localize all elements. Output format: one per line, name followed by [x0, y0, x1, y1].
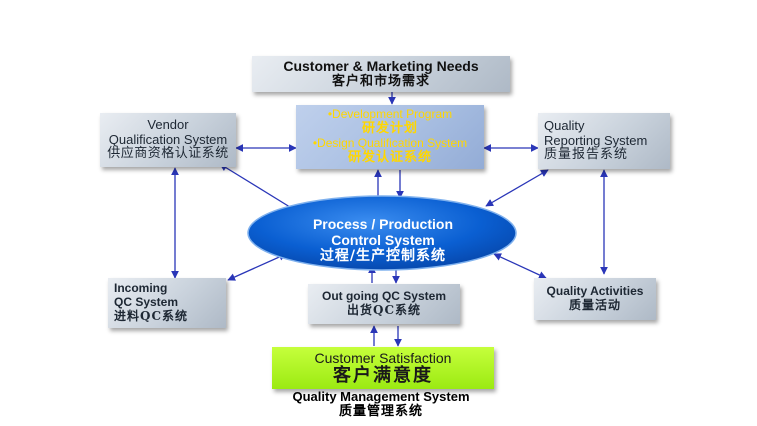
vendor-qualification-box: Vendor Qualification System 供应商资格认证系统	[100, 113, 236, 167]
diagram-caption: Quality Management System 质量管理系统	[270, 389, 492, 420]
customer-needs-en: Customer & Marketing Needs	[283, 58, 479, 75]
quality-reporting-en2: Reporting System	[544, 132, 648, 148]
caption-zh: 质量管理系统	[338, 403, 423, 419]
process-control-label: Process / Production Control System 过程/生…	[248, 202, 518, 278]
quality-activities-box: Quality Activities 质量活动	[534, 278, 656, 320]
satisfaction-zh: 客户满意度	[333, 364, 433, 386]
development-program-zh: 研发计划	[361, 121, 418, 137]
process-control-ellipse	[247, 195, 517, 271]
outgoing-zh: 出货QC系统	[346, 303, 421, 317]
development-program-box: •Development Program 研发计划 •Design Qualif…	[296, 105, 484, 169]
customer-marketing-needs-box: Customer & Marketing Needs 客户和市场需求	[252, 56, 510, 92]
process-control-en2: Control System	[331, 231, 435, 248]
quality-reporting-en1: Quality	[544, 117, 585, 133]
vendor-zh: 供应商资格认证系统	[107, 146, 229, 162]
quality-activities-en: Quality Activities	[546, 284, 644, 299]
incoming-qc-box: Incoming QC System 进料QC系统	[108, 278, 226, 328]
outgoing-en: Out going QC System	[321, 289, 446, 304]
arrow-reporting-ellipse	[485, 169, 549, 207]
outgoing-qc-box: Out going QC System 出货QC系统	[308, 284, 460, 324]
development-program-en: •Development Program	[327, 107, 453, 122]
vendor-en1: Vendor	[147, 116, 189, 132]
arrow-ellipse-activities	[493, 253, 547, 279]
quality-reporting-box: Quality Reporting System 质量报告系统	[538, 113, 670, 169]
arrow-incoming-ellipse	[227, 253, 287, 281]
incoming-en1: Incoming	[114, 281, 168, 296]
design-qualification-zh: 研发认证系统	[347, 149, 432, 165]
satisfaction-en: Customer Satisfaction	[314, 349, 452, 366]
design-qualification-en: •Design Qualification System	[312, 136, 468, 150]
caption-en: Quality Management System	[292, 389, 470, 404]
quality-activities-zh: 质量活动	[568, 298, 621, 312]
arrow-vendor-ellipse	[219, 163, 299, 213]
customer-needs-zh: 客户和市场需求	[331, 73, 430, 89]
process-control-en1: Process / Production	[312, 215, 454, 232]
incoming-zh: 进料QC系统	[114, 308, 189, 323]
vendor-en2: Qualification System	[108, 131, 228, 147]
customer-satisfaction-box: Customer Satisfaction 客户满意度	[272, 347, 494, 389]
process-control-zh: 过程/生产控制系统	[319, 248, 447, 265]
incoming-en2: QC System	[114, 295, 179, 310]
quality-reporting-zh: 质量报告系统	[544, 147, 629, 163]
